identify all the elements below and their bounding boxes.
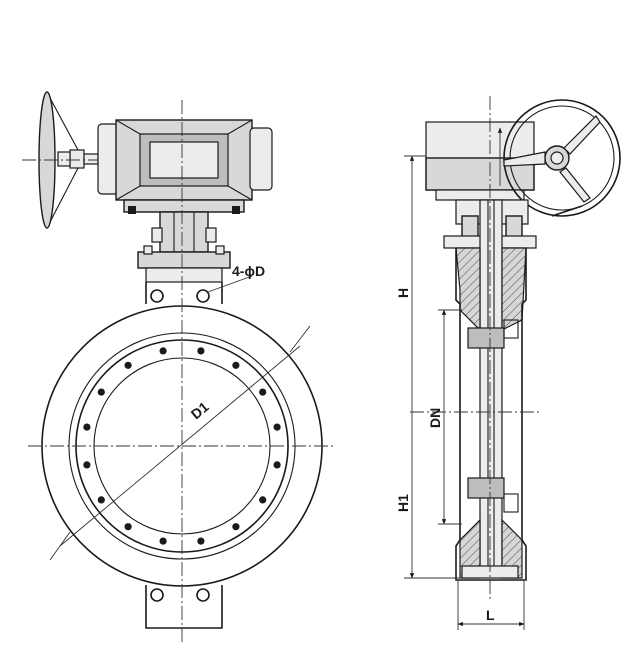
bolt-hole	[124, 523, 132, 531]
bolt-hole	[97, 388, 105, 396]
l-label: L	[486, 607, 495, 623]
body-section-side	[455, 247, 527, 581]
bolt-hole	[97, 496, 105, 504]
bolt-hole-pattern	[83, 347, 281, 545]
bolt-hole	[197, 537, 205, 545]
bolt-hole	[83, 423, 91, 431]
bolt-hole	[259, 388, 267, 396]
bolt-hole	[159, 347, 167, 355]
h1-label: H1	[395, 494, 411, 512]
dn-label: DN	[427, 408, 443, 428]
bottom-lug	[145, 585, 223, 629]
bracket-front	[137, 211, 231, 283]
gearbox-front	[97, 119, 273, 219]
bolt-hole	[232, 361, 240, 369]
top-lug	[145, 282, 223, 304]
bolt-hole	[232, 523, 240, 531]
bolt-hole-label: 4-ϕD	[232, 263, 265, 279]
handwheel-front	[22, 91, 105, 229]
bolt-hole-leader	[207, 275, 253, 293]
bolt-hole	[124, 361, 132, 369]
bolt-hole	[83, 461, 91, 469]
bolt-hole	[259, 496, 267, 504]
l-dimension	[457, 580, 525, 630]
dn-dimension	[438, 309, 462, 525]
bolt-hole	[273, 461, 281, 469]
disc-side	[467, 319, 519, 513]
bolt-hole	[159, 537, 167, 545]
h-label: H	[395, 288, 411, 298]
h-dimension	[404, 155, 462, 579]
front-view: D1 4-ϕD	[22, 91, 336, 645]
d1-label: D1	[188, 398, 212, 422]
bolt-hole	[197, 347, 205, 355]
bolt-hole	[273, 423, 281, 431]
side-view: H H1 DN L	[395, 96, 621, 630]
handwheel-side	[497, 99, 621, 217]
d1-dimension	[49, 325, 311, 561]
